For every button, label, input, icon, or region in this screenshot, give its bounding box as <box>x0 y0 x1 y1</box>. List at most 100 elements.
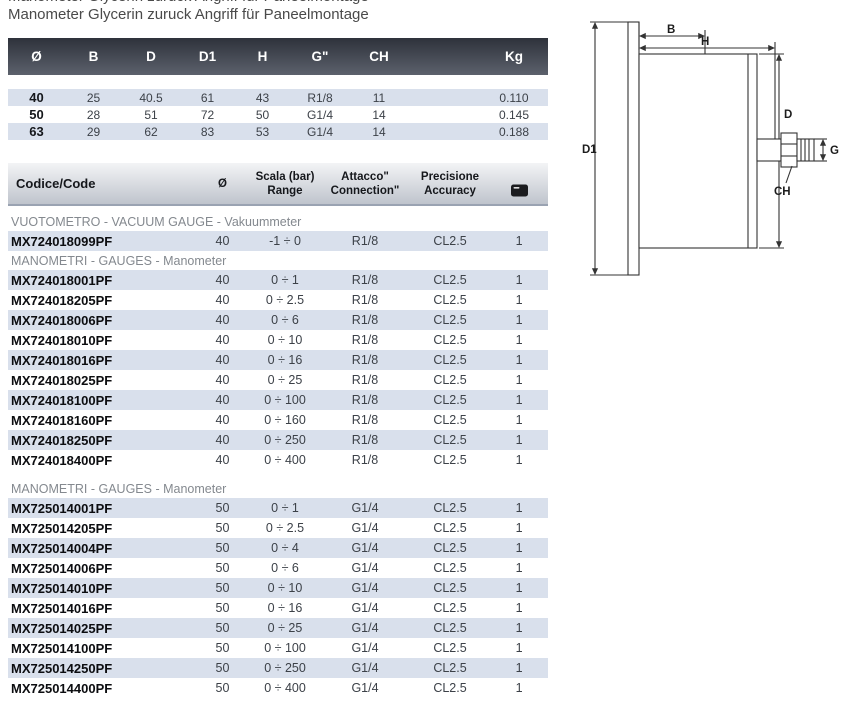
product-connection: R1/8 <box>320 450 410 470</box>
product-row: MX724018010PF400 ÷ 10R1/8CL2.51 <box>8 330 548 350</box>
dimensions-cell: 40 <box>8 89 65 106</box>
product-connection: R1/8 <box>320 370 410 390</box>
product-connection: G1/4 <box>320 518 410 538</box>
product-pack-qty: 1 <box>490 538 548 558</box>
dimensions-table-header: Ø B D D1 H G" CH Kg <box>8 38 548 75</box>
product-diameter: 40 <box>195 290 250 310</box>
product-diameter: 40 <box>195 390 250 410</box>
product-diameter: 40 <box>195 370 250 390</box>
product-row: MX724018205PF400 ÷ 2.5R1/8CL2.51 <box>8 290 548 310</box>
product-connection: R1/8 <box>320 290 410 310</box>
product-accuracy: CL2.5 <box>410 310 490 330</box>
product-diameter: 40 <box>195 410 250 430</box>
product-pack-qty: 1 <box>490 638 548 658</box>
dimensions-cell: 28 <box>65 106 122 123</box>
product-connection: R1/8 <box>320 390 410 410</box>
product-code: MX724018400PF <box>8 450 195 470</box>
product-row: MX725014400PF500 ÷ 400G1/4CL2.51 <box>8 678 548 698</box>
dimensions-cell: 83 <box>180 123 235 140</box>
product-row: MX725014025PF500 ÷ 25G1/4CL2.51 <box>8 618 548 638</box>
product-row: MX725014004PF500 ÷ 4G1/4CL2.51 <box>8 538 548 558</box>
dim-label-d: D <box>784 109 792 121</box>
dim-header-d: D <box>122 38 180 75</box>
product-row: MX725014001PF500 ÷ 1G1/4CL2.51 <box>8 498 548 518</box>
product-code: MX724018016PF <box>8 350 195 370</box>
dimensions-cell: 63 <box>8 123 65 140</box>
product-pack-qty: 1 <box>490 430 548 450</box>
product-code: MX725014025PF <box>8 618 195 638</box>
product-pack-qty: 1 <box>490 330 548 350</box>
product-pack-qty: 1 <box>490 518 548 538</box>
product-pack-qty: 1 <box>490 390 548 410</box>
product-code: MX724018099PF <box>8 231 195 251</box>
technical-drawing: B H D1 D G CH <box>582 2 842 302</box>
product-diameter: 40 <box>195 330 250 350</box>
product-accuracy: CL2.5 <box>410 618 490 638</box>
product-code: MX725014250PF <box>8 658 195 678</box>
cropped-line-top: Manometer Glycerin zuruck Angriff für Pa… <box>8 0 568 4</box>
product-row: MX724018025PF400 ÷ 25R1/8CL2.51 <box>8 370 548 390</box>
product-range: 0 ÷ 25 <box>250 370 320 390</box>
product-diameter: 40 <box>195 310 250 330</box>
product-row: MX725014100PF500 ÷ 100G1/4CL2.51 <box>8 638 548 658</box>
product-row: MX725014250PF500 ÷ 250G1/4CL2.51 <box>8 658 548 678</box>
product-range: 0 ÷ 16 <box>250 350 320 370</box>
product-code: MX724018001PF <box>8 270 195 290</box>
product-diameter: 50 <box>195 578 250 598</box>
product-accuracy: CL2.5 <box>410 658 490 678</box>
dimensions-cell: 0.188 <box>480 123 548 140</box>
dimensions-cell: R1/8 <box>290 89 350 106</box>
product-connection: G1/4 <box>320 498 410 518</box>
dimensions-cell: G1/4 <box>290 123 350 140</box>
product-code: MX725014010PF <box>8 578 195 598</box>
dim-label-d1: D1 <box>582 144 597 156</box>
product-connection: R1/8 <box>320 350 410 370</box>
product-pack-qty: 1 <box>490 370 548 390</box>
product-pack-qty: 1 <box>490 598 548 618</box>
product-connection: R1/8 <box>320 430 410 450</box>
product-range: 0 ÷ 400 <box>250 678 320 698</box>
dimensions-cell: 14 <box>350 123 408 140</box>
product-pack-qty: 1 <box>490 270 548 290</box>
dimensions-cell: 50 <box>8 106 65 123</box>
dim-header-b: B <box>65 38 122 75</box>
product-code: MX724018160PF <box>8 410 195 430</box>
dim-label-g: G <box>830 145 839 157</box>
product-connection: R1/8 <box>320 410 410 430</box>
product-diameter: 50 <box>195 598 250 618</box>
product-accuracy: CL2.5 <box>410 518 490 538</box>
dim-header-h: H <box>235 38 290 75</box>
products-body: VUOTOMETRO - VACUUM GAUGE - VakuummeterM… <box>8 212 548 698</box>
prod-header-diameter: Ø <box>195 163 250 205</box>
dim-label-h: H <box>701 36 709 48</box>
product-diameter: 50 <box>195 498 250 518</box>
product-accuracy: CL2.5 <box>410 498 490 518</box>
dim-header-diameter: Ø <box>8 38 65 75</box>
product-range: 0 ÷ 16 <box>250 598 320 618</box>
product-pack-qty: 1 <box>490 350 548 370</box>
product-diameter: 50 <box>195 678 250 698</box>
product-accuracy: CL2.5 <box>410 330 490 350</box>
product-code: MX724018025PF <box>8 370 195 390</box>
product-range: 0 ÷ 2.5 <box>250 518 320 538</box>
prod-header-accuracy: Precisione Accuracy <box>410 163 490 205</box>
product-code: MX725014100PF <box>8 638 195 658</box>
prod-header-range: Scala (bar) Range <box>250 163 320 205</box>
product-accuracy: CL2.5 <box>410 270 490 290</box>
product-code: MX725014205PF <box>8 518 195 538</box>
prod-header-code: Codice/Code <box>8 163 195 205</box>
prod-header-pack <box>490 163 548 205</box>
product-connection: G1/4 <box>320 538 410 558</box>
product-accuracy: CL2.5 <box>410 430 490 450</box>
dimensions-cell: 11 <box>350 89 408 106</box>
dimensions-cell: 14 <box>350 106 408 123</box>
product-code: MX724018100PF <box>8 390 195 410</box>
product-accuracy: CL2.5 <box>410 598 490 618</box>
dimensions-cell: 53 <box>235 123 290 140</box>
product-pack-qty: 1 <box>490 618 548 638</box>
dimensions-cell: G1/4 <box>290 106 350 123</box>
product-connection: R1/8 <box>320 330 410 350</box>
product-code: MX724018010PF <box>8 330 195 350</box>
product-diameter: 50 <box>195 618 250 638</box>
dimensions-cell: 62 <box>122 123 180 140</box>
